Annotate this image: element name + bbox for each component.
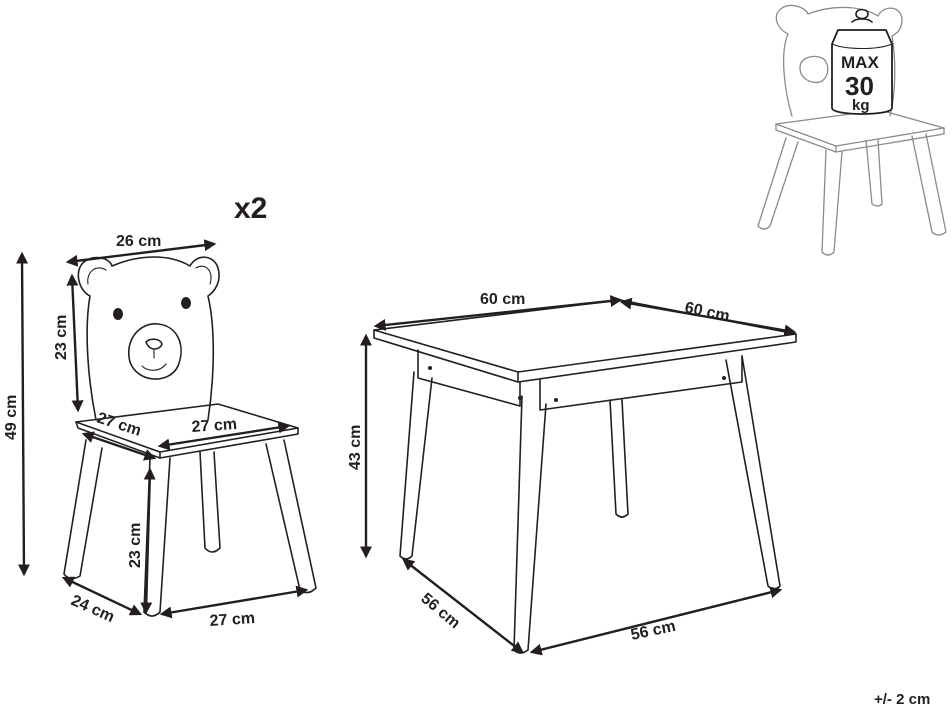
- table-top-depth-label: 60 cm: [683, 299, 731, 325]
- table-top-width-label: 60 cm: [480, 291, 525, 308]
- weight-badge-number: 30: [845, 71, 874, 101]
- weight-badge-unit: kg: [852, 97, 870, 114]
- chair-seat-width-label: 27 cm: [191, 416, 237, 436]
- table-base-depth-label: 56 cm: [417, 590, 463, 632]
- chair-drawing: [63, 256, 317, 617]
- weight-badge-max: MAX: [841, 53, 879, 72]
- chair-dimension-arrows: [16, 239, 309, 619]
- chair-seat-height-label: 23 cm: [127, 523, 144, 568]
- table-base-width-label: 56 cm: [629, 618, 677, 644]
- weight-limit-illustration: [757, 4, 947, 256]
- chair-base-width-label: 27 cm: [209, 610, 255, 630]
- quantity-multiplier: x2: [234, 192, 267, 225]
- table-height-label: 43 cm: [347, 425, 364, 470]
- chair-base-depth-label: 24 cm: [68, 592, 116, 626]
- chair-total-height-label: 49 cm: [3, 395, 20, 440]
- tolerance-note: +/- 2 cm: [874, 691, 930, 708]
- table-dimension-arrows: [360, 295, 797, 656]
- chair-backrest-height-label: 23 cm: [53, 315, 70, 360]
- chair-backrest-width-label: 26 cm: [116, 233, 161, 250]
